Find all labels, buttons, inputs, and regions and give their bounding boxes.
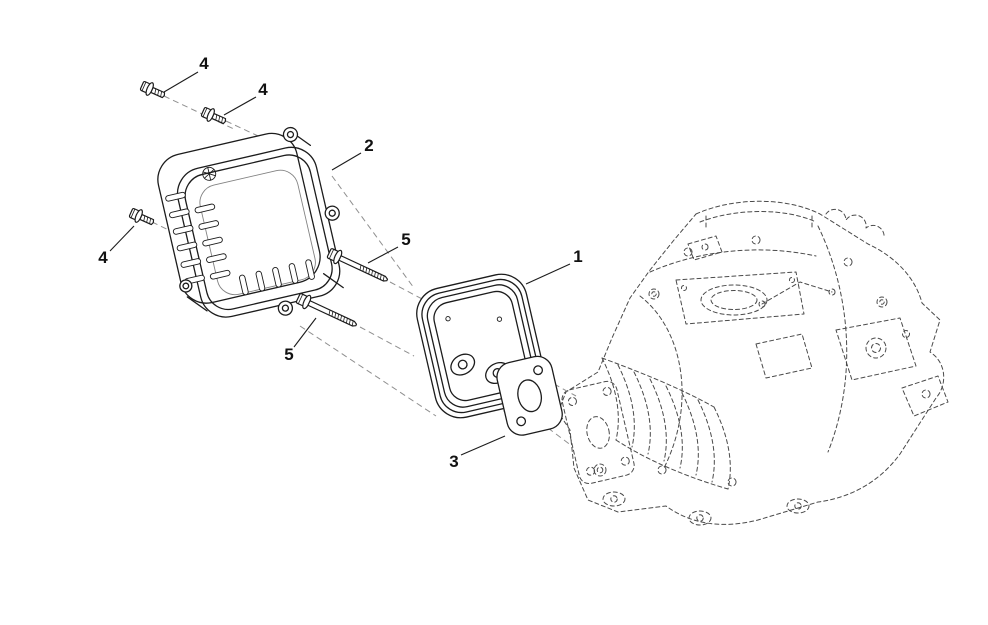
engine-exhaust-flange bbox=[561, 380, 635, 485]
engine-mount-bosses bbox=[593, 235, 910, 526]
callout-label-4b[interactable]: 4 bbox=[258, 80, 268, 99]
engine-top-port bbox=[675, 271, 805, 325]
part-bolt-1[interactable] bbox=[325, 245, 391, 288]
callout-label-1[interactable]: 1 bbox=[573, 247, 582, 266]
engine-cylinder-fins bbox=[601, 357, 731, 490]
callout-label-4a[interactable]: 4 bbox=[199, 54, 209, 73]
part-bolt-2[interactable] bbox=[294, 290, 360, 333]
callout-label-2[interactable]: 2 bbox=[364, 136, 373, 155]
guard-mounting-ears bbox=[179, 126, 340, 316]
part-muffler-guard[interactable] bbox=[151, 121, 360, 337]
part-gasket[interactable] bbox=[494, 353, 565, 438]
brand-mark-icon bbox=[202, 166, 217, 181]
callout-leader-lines bbox=[109, 71, 571, 456]
engine-ghost bbox=[557, 200, 949, 526]
callout-label-5a[interactable]: 5 bbox=[401, 230, 410, 249]
part-screw-1[interactable] bbox=[138, 78, 168, 103]
callouts: 4 4 2 4 5 1 5 3 bbox=[98, 54, 582, 471]
guard-louvers bbox=[165, 191, 315, 296]
part-screw-2[interactable] bbox=[199, 104, 229, 129]
part-screw-3[interactable] bbox=[127, 205, 157, 230]
callout-label-5b[interactable]: 5 bbox=[284, 345, 293, 364]
engine-carburetor-block bbox=[687, 235, 949, 417]
callout-label-4c[interactable]: 4 bbox=[98, 248, 108, 267]
callout-label-3[interactable]: 3 bbox=[449, 452, 458, 471]
